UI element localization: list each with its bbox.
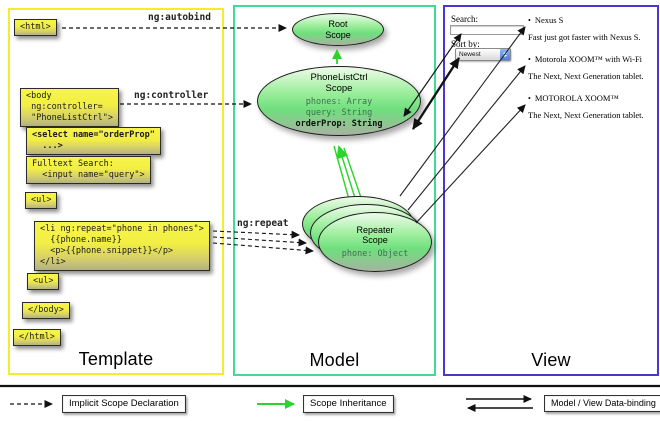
code-box-ul-open: <ul>: [25, 192, 58, 210]
phone-title: MOTOROLA XOOM™: [534, 93, 619, 103]
list-item: •Nexus S Fast just got faster with Nexus…: [528, 15, 654, 42]
code-box-html-close: </html>: [13, 329, 61, 347]
legend-double-arrow-icon: [466, 395, 533, 412]
code-box-ul-second: <ul>: [27, 273, 60, 291]
phonelistctrl-scope-ellipse: PhoneListCtrl Scope phones: Array query:…: [257, 66, 421, 136]
code-box-body-open: <body ng:controller= "PhoneListCtrl">: [20, 88, 119, 128]
view-panel-label: View: [531, 350, 571, 370]
legend-model-view-data-binding: Model / View Data-binding: [544, 395, 660, 412]
code-box-html-open: <html>: [14, 19, 57, 37]
phone-snippet: The Next, Next Generation tablet.: [528, 110, 644, 120]
code-box-li-repeat: <li ng:repeat="phone in phones"> {{phone…: [34, 221, 210, 272]
list-item: •Motorola XOOM™ with Wi-Fi The Next, Nex…: [528, 54, 654, 81]
model-panel: Model: [233, 5, 436, 376]
code-box-fulltext-search: Fulltext Search: <input name="query">: [26, 156, 151, 185]
search-label: Search:: [451, 14, 478, 24]
bullet-icon: •: [528, 94, 531, 103]
prop-phone: phone: Object: [341, 248, 409, 259]
legend-scope-inheritance: Scope Inheritance: [303, 395, 394, 413]
bullet-icon: •: [528, 16, 531, 25]
bullet-icon: •: [528, 55, 531, 64]
repeater-scope-title: Repeater Scope: [356, 224, 394, 246]
root-scope-ellipse: Root Scope: [292, 13, 384, 46]
phone-title: Motorola XOOM™ with Wi-Fi: [534, 54, 643, 64]
phonelistctrl-scope-title: PhoneListCtrl Scope: [310, 71, 368, 94]
ng-controller-label: ng:controller: [134, 90, 209, 101]
legend-implicit-scope-declaration: Implicit Scope Declaration: [62, 395, 186, 413]
phone-title: Nexus S: [534, 15, 564, 25]
phone-snippet: Fast just got faster with Nexus S.: [528, 32, 641, 42]
prop-query: query: String: [305, 108, 373, 119]
repeater-scope-ellipse: Repeater Scope phone: Object: [318, 212, 432, 272]
code-box-body-close: </body>: [22, 302, 70, 320]
model-panel-label: Model: [309, 350, 360, 370]
dropdown-stepper-icon: [500, 49, 510, 60]
prop-phones: phones: Array: [305, 97, 373, 108]
prop-orderprop: orderProp: String: [295, 118, 383, 129]
sort-dropdown-value: Newest: [459, 51, 481, 58]
phone-snippet: The Next, Next Generation tablet.: [528, 71, 644, 81]
sort-dropdown[interactable]: Newest: [455, 48, 511, 61]
ng-repeat-label: ng:repeat: [237, 218, 289, 229]
template-panel-label: Template: [78, 349, 154, 369]
ng-autobind-label: ng:autobind: [148, 12, 211, 23]
search-input[interactable]: [450, 25, 524, 35]
list-item: •MOTOROLA XOOM™ The Next, Next Generatio…: [528, 93, 654, 120]
code-box-select: <select name="orderProp" ...>: [26, 127, 161, 156]
root-scope-title: Root Scope: [325, 19, 351, 40]
